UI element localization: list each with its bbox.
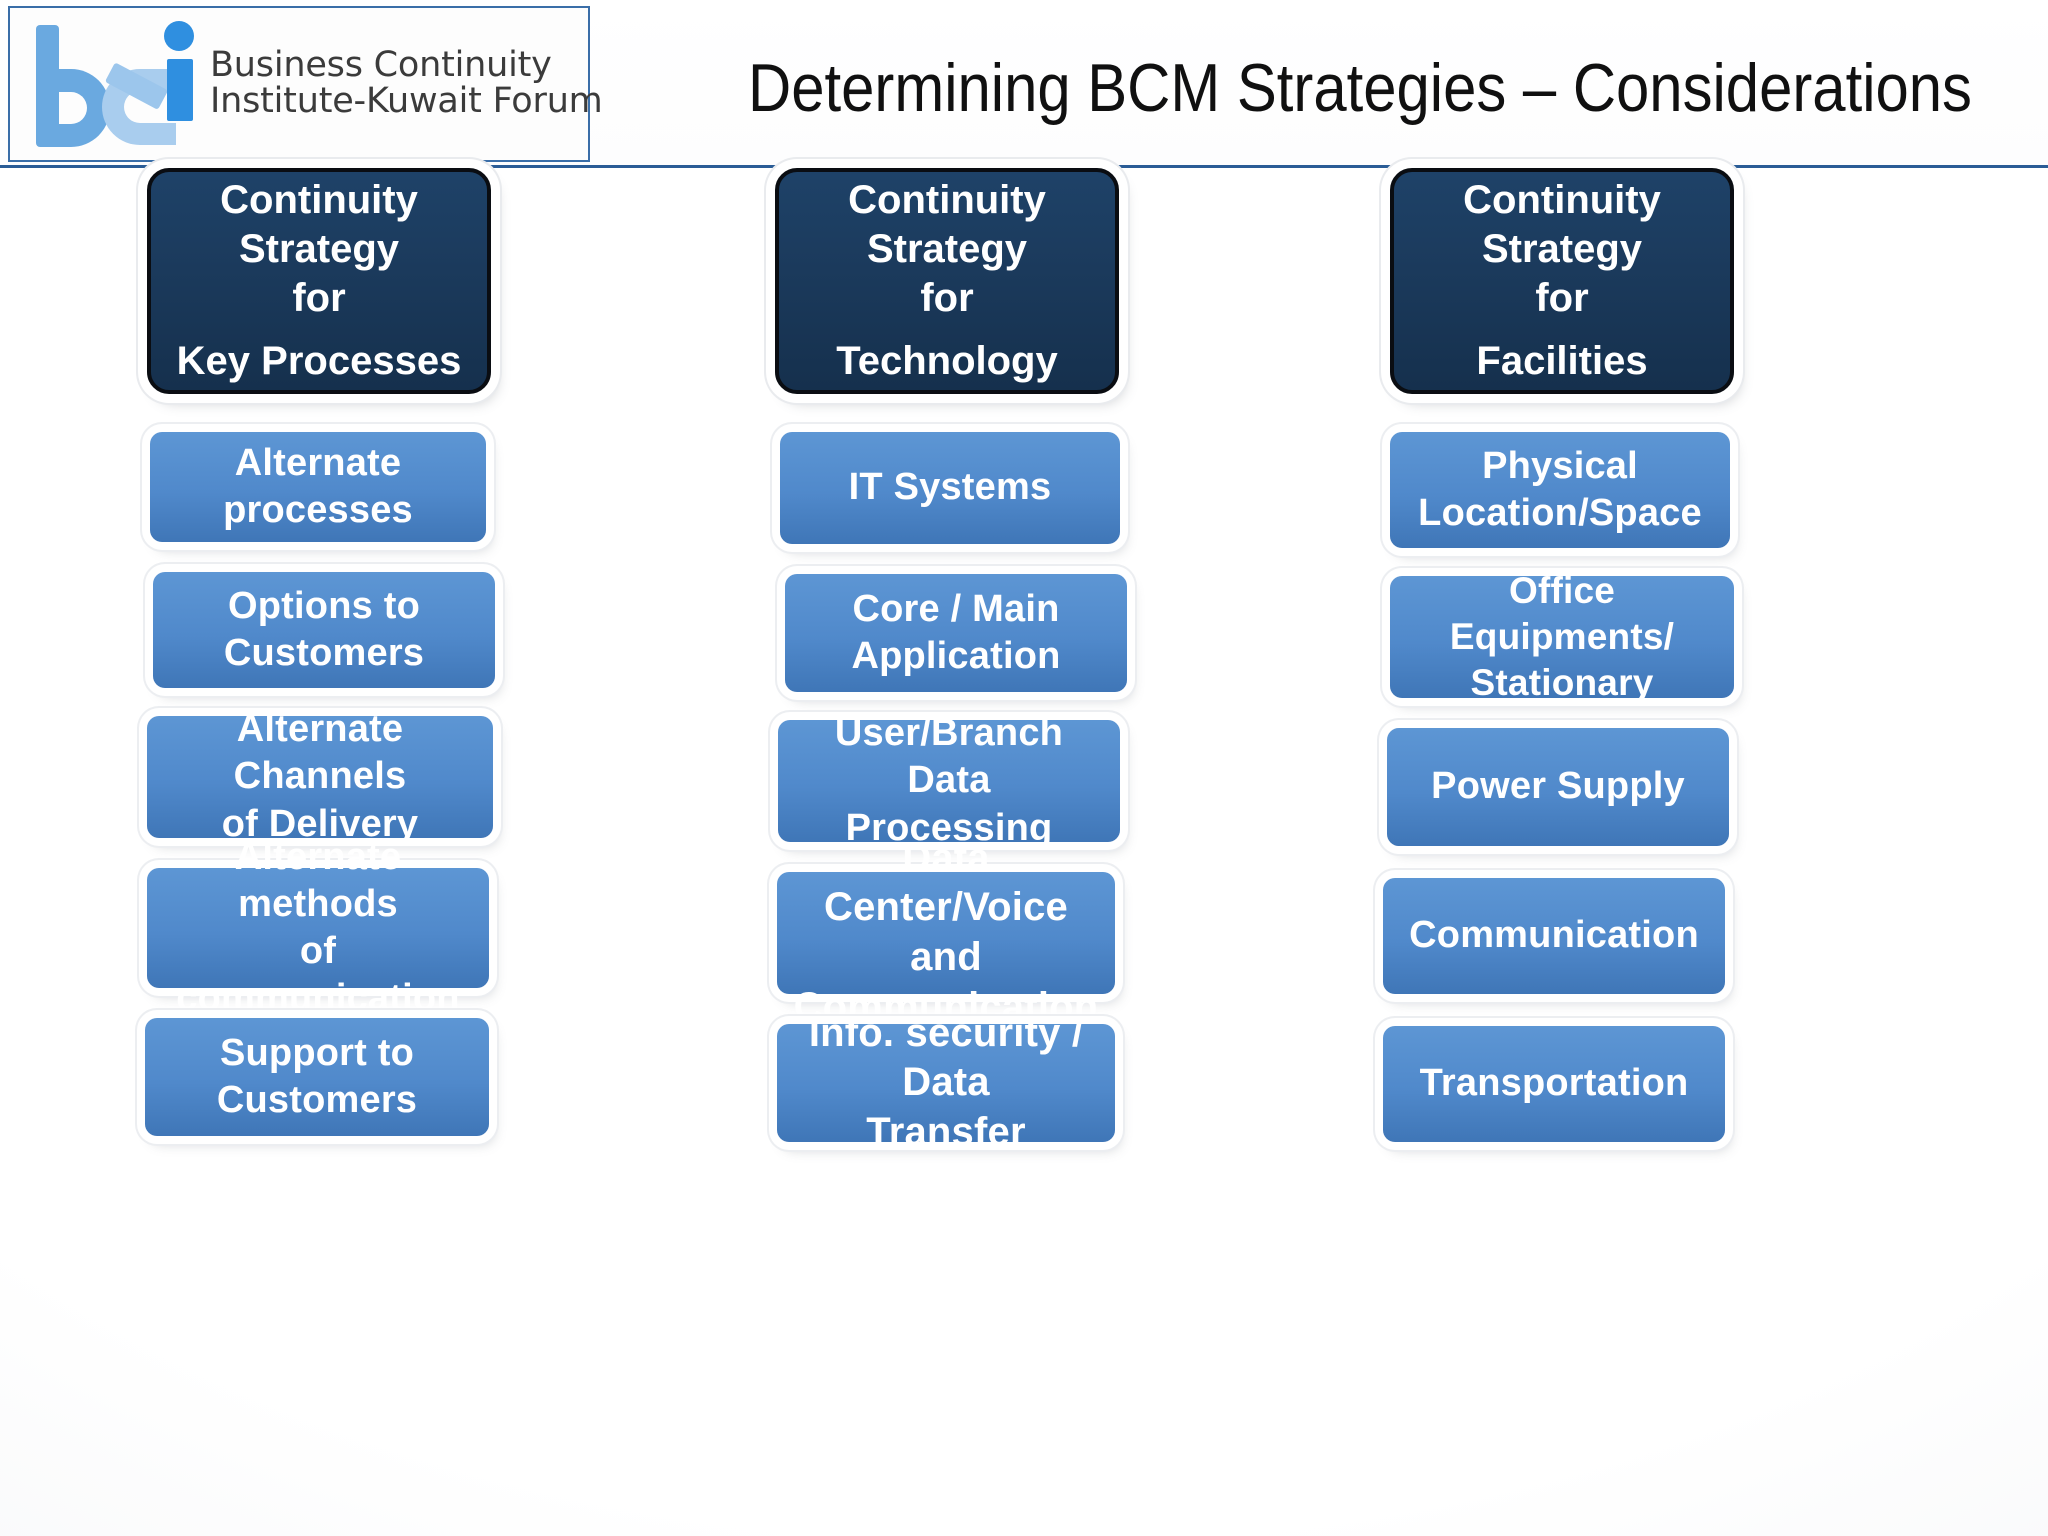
- column-key-processes: Continuity Strategy for Key Processes Al…: [145, 168, 645, 1136]
- card-transportation[interactable]: Transportation: [1383, 1026, 1725, 1142]
- column-header-line3: Key Processes: [176, 338, 462, 383]
- card-user-branch-data-processing[interactable]: User/Branch Data Processing: [778, 712, 1120, 849]
- column-technology: Continuity Strategy for Technology IT Sy…: [775, 168, 1265, 1154]
- bci-logo-icon: [36, 19, 206, 149]
- column-header-card[interactable]: Continuity Strategy for Facilities: [1390, 168, 1734, 394]
- column-header-card[interactable]: Continuity Strategy for Technology: [775, 168, 1119, 394]
- card-info-security-data-transfer[interactable]: Info. security / Data Transfer: [777, 1011, 1115, 1154]
- card-options-to-customers[interactable]: Options to Customers: [153, 572, 495, 688]
- card-office-equipments-stationary[interactable]: Office Equipments/ Stationary: [1390, 570, 1734, 703]
- logo-wordmark: Business Continuity Institute-Kuwait For…: [210, 48, 603, 119]
- card-power-supply[interactable]: Power Supply: [1387, 728, 1729, 846]
- card-core-main-application[interactable]: Core / Main Application: [785, 574, 1127, 692]
- card-alternate-processes[interactable]: Alternate processes: [150, 432, 486, 542]
- logo-letter-b: [36, 25, 110, 147]
- column-header-line1: Continuity Strategy: [848, 178, 1046, 272]
- logo-wordmark-line1: Business Continuity: [210, 45, 552, 86]
- column-facilities: Continuity Strategy for Facilities Physi…: [1383, 168, 1865, 1142]
- card-data-center-voice-and-communication[interactable]: Data Center/Voice and Communication: [777, 836, 1115, 1029]
- slide-header: Business Continuity Institute-Kuwait For…: [0, 0, 2048, 168]
- logo-wordmark-line2: Institute-Kuwait Forum: [210, 81, 603, 121]
- columns-area: Continuity Strategy for Key Processes Al…: [0, 168, 2048, 1536]
- logo-letter-i-stem: [167, 59, 193, 121]
- column-header-line2: for: [920, 276, 974, 320]
- column-header-line3: Technology: [836, 338, 1058, 383]
- card-alternate-channels-of-delivery[interactable]: Alternate Channels of Delivery: [147, 708, 493, 845]
- column-header-line3: Facilities: [1476, 338, 1648, 383]
- column-header-line2: for: [1535, 276, 1589, 320]
- column-header-line1: Continuity Strategy: [220, 178, 418, 272]
- slide-title: Determining BCM Strategies – Considerati…: [748, 50, 1972, 126]
- logo-letter-i-dot: [164, 21, 194, 51]
- logo-container: Business Continuity Institute-Kuwait For…: [8, 6, 603, 162]
- card-physical-location-space[interactable]: Physical Location/Space: [1390, 432, 1730, 548]
- column-header-line2: for: [292, 276, 346, 320]
- card-communication[interactable]: Communication: [1383, 878, 1725, 994]
- card-alternate-methods-of-communication[interactable]: Alternate methods of communication: [147, 836, 489, 1019]
- column-header-card[interactable]: Continuity Strategy for Key Processes: [147, 168, 491, 394]
- column-header-line1: Continuity Strategy: [1463, 178, 1661, 272]
- card-support-to-customers[interactable]: Support to Customers: [145, 1018, 489, 1136]
- card-it-systems[interactable]: IT Systems: [780, 432, 1120, 544]
